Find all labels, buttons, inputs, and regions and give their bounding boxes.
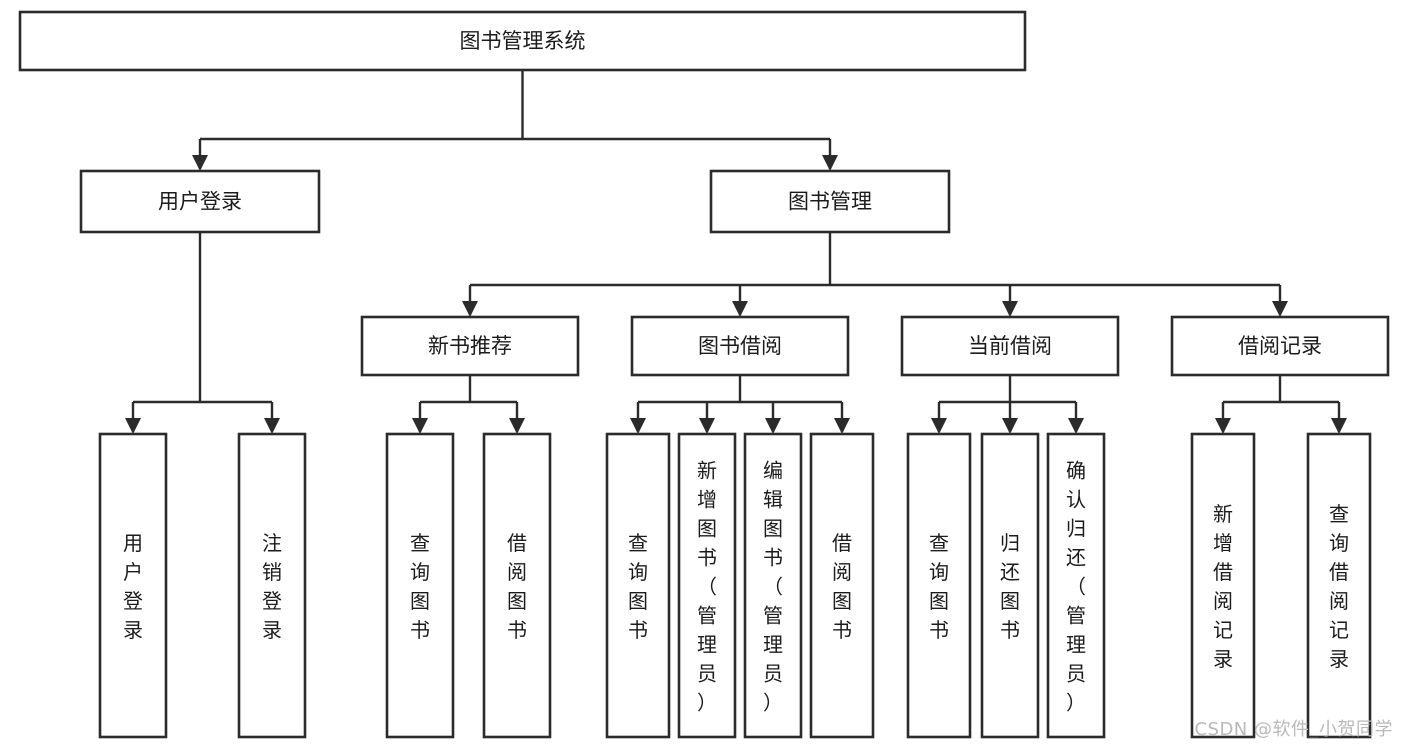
arrow-head-icon bbox=[822, 155, 838, 171]
node-label-leaf-query-book-3: 查询图书 bbox=[929, 531, 949, 642]
node-box-leaf-query-book-1 bbox=[385, 432, 455, 739]
node-leaf-edit-book[interactable]: 编辑图书（管理员） bbox=[743, 432, 803, 739]
node-box-leaf-add-book bbox=[677, 432, 737, 739]
node-box-leaf-user-logout bbox=[237, 432, 307, 739]
node-label-leaf-query-book-2: 查询图书 bbox=[628, 531, 648, 642]
node-box-leaf-query-record bbox=[1306, 432, 1372, 739]
node-new-book-recommend[interactable]: 新书推荐 bbox=[360, 315, 580, 377]
arrow-head-icon bbox=[264, 418, 280, 434]
arrow-head-icon bbox=[931, 418, 947, 434]
node-leaf-add-book[interactable]: 新增图书（管理员） bbox=[677, 432, 737, 739]
node-label-leaf-query-record: 查询借阅记录 bbox=[1329, 502, 1349, 671]
node-leaf-query-book-3[interactable]: 查询图书 bbox=[906, 432, 972, 739]
node-label-leaf-add-book: 新增图书（管理员） bbox=[697, 459, 717, 715]
node-box-user-login bbox=[79, 169, 321, 234]
arrow-head-icon bbox=[630, 418, 646, 434]
node-label-user-login: 用户登录 bbox=[158, 190, 242, 214]
node-box-current-borrow bbox=[900, 315, 1120, 377]
node-box-leaf-query-book-3 bbox=[906, 432, 972, 739]
node-label-leaf-user-login: 用户登录 bbox=[123, 531, 143, 642]
arrow-head-icon bbox=[732, 301, 748, 317]
node-label-leaf-edit-book: 编辑图书（管理员） bbox=[763, 459, 783, 715]
arrow-head-icon bbox=[192, 155, 208, 171]
node-box-book-manage bbox=[709, 169, 951, 234]
node-label-root: 图书管理系统 bbox=[460, 29, 586, 53]
node-label-book-manage: 图书管理 bbox=[788, 190, 872, 214]
node-leaf-query-book-2[interactable]: 查询图书 bbox=[605, 432, 671, 739]
node-label-leaf-return-book: 归还图书 bbox=[1000, 531, 1020, 642]
node-label-leaf-borrow-book-1: 借阅图书 bbox=[507, 531, 527, 642]
node-current-borrow[interactable]: 当前借阅 bbox=[900, 315, 1120, 377]
node-box-borrow-record bbox=[1170, 315, 1390, 377]
edge-group-user-login bbox=[125, 232, 280, 434]
node-leaf-add-record[interactable]: 新增借阅记录 bbox=[1190, 432, 1256, 739]
node-box-leaf-query-book-2 bbox=[605, 432, 671, 739]
edge-group-book-borrow bbox=[630, 375, 850, 434]
node-leaf-query-book-1[interactable]: 查询图书 bbox=[385, 432, 455, 739]
node-box-leaf-confirm-return bbox=[1046, 432, 1106, 739]
arrow-head-icon bbox=[1068, 418, 1084, 434]
node-box-leaf-return-book bbox=[980, 432, 1040, 739]
edge-group-new-book-recommend bbox=[412, 375, 525, 434]
node-box-new-book-recommend bbox=[360, 315, 580, 377]
arrow-head-icon bbox=[1331, 418, 1347, 434]
node-leaf-user-login[interactable]: 用户登录 bbox=[98, 432, 168, 739]
arrow-head-icon bbox=[1215, 418, 1231, 434]
node-label-book-borrow: 图书借阅 bbox=[698, 334, 782, 358]
edge-group-book-manage bbox=[462, 232, 1288, 317]
node-box-leaf-add-record bbox=[1190, 432, 1256, 739]
arrow-head-icon bbox=[412, 418, 428, 434]
arrow-head-icon bbox=[509, 418, 525, 434]
node-box-leaf-borrow-book-2 bbox=[809, 432, 875, 739]
node-leaf-user-logout[interactable]: 注销登录 bbox=[237, 432, 307, 739]
node-leaf-borrow-book-2[interactable]: 借阅图书 bbox=[809, 432, 875, 739]
arrow-head-icon bbox=[834, 418, 850, 434]
node-label-leaf-confirm-return: 确认归还（管理员） bbox=[1066, 459, 1086, 715]
node-root[interactable]: 图书管理系统 bbox=[18, 10, 1027, 72]
node-leaf-query-record[interactable]: 查询借阅记录 bbox=[1306, 432, 1372, 739]
node-book-borrow[interactable]: 图书借阅 bbox=[630, 315, 850, 377]
arrow-head-icon bbox=[1002, 418, 1018, 434]
node-label-borrow-record: 借阅记录 bbox=[1238, 334, 1322, 358]
node-label-leaf-user-logout: 注销登录 bbox=[262, 531, 282, 642]
arrow-head-icon bbox=[1272, 301, 1288, 317]
edge-group-root bbox=[192, 70, 838, 171]
arrow-head-icon bbox=[125, 418, 141, 434]
arrow-head-icon bbox=[765, 418, 781, 434]
edge-group-current-borrow bbox=[931, 375, 1084, 434]
node-leaf-confirm-return[interactable]: 确认归还（管理员） bbox=[1046, 432, 1106, 739]
nodes-layer: 图书管理系统用户登录图书管理新书推荐图书借阅当前借阅借阅记录用户登录注销登录查询… bbox=[18, 10, 1390, 739]
node-label-leaf-borrow-book-2: 借阅图书 bbox=[832, 531, 852, 642]
node-leaf-return-book[interactable]: 归还图书 bbox=[980, 432, 1040, 739]
node-box-leaf-borrow-book-1 bbox=[482, 432, 552, 739]
node-box-book-borrow bbox=[630, 315, 850, 377]
node-box-leaf-edit-book bbox=[743, 432, 803, 739]
arrow-head-icon bbox=[699, 418, 715, 434]
arrow-head-icon bbox=[1002, 301, 1018, 317]
watermark-text: CSDN @软件_小贺同学 bbox=[1194, 719, 1393, 740]
arrow-head-icon bbox=[462, 301, 478, 317]
node-leaf-borrow-book-1[interactable]: 借阅图书 bbox=[482, 432, 552, 739]
node-label-new-book-recommend: 新书推荐 bbox=[428, 334, 512, 358]
node-label-leaf-add-record: 新增借阅记录 bbox=[1213, 502, 1233, 671]
node-borrow-record[interactable]: 借阅记录 bbox=[1170, 315, 1390, 377]
edges-layer bbox=[125, 70, 1347, 434]
node-user-login[interactable]: 用户登录 bbox=[79, 169, 321, 234]
node-book-manage[interactable]: 图书管理 bbox=[709, 169, 951, 234]
node-label-current-borrow: 当前借阅 bbox=[968, 334, 1052, 358]
node-label-leaf-query-book-1: 查询图书 bbox=[410, 531, 430, 642]
node-box-leaf-user-login bbox=[98, 432, 168, 739]
edge-group-borrow-record bbox=[1215, 375, 1347, 434]
node-box-root bbox=[18, 10, 1027, 72]
